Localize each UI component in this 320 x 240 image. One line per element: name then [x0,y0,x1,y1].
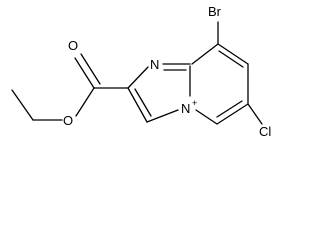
ring-nitrogen-label: N [150,57,159,72]
bromine-label: Br [208,4,222,19]
bond-c2-c3-inner [134,88,152,117]
bond-c6-c5-inner [216,100,243,118]
bond-carbonyl-o-double-a [74,57,95,89]
bond-carbonyl-o-double-b [80,53,101,85]
bond-c6-cl [247,103,263,125]
bond-c6-c5 [216,103,249,125]
bond-c8-c8a [191,43,219,65]
bond-c8-c7 [217,43,249,65]
bridgehead-nitrogen-label: N [181,101,190,116]
bridgehead-charge-label: + [192,98,197,108]
carbonyl-oxygen-label: O [68,38,78,53]
bond-ch2-ch3 [11,89,34,121]
bond-c5-n4 [195,109,218,125]
bond-c8-c7-inner [218,50,244,68]
chlorine-label: Cl [259,124,271,139]
structure-diagram: Br Cl N N + O O [11,4,271,139]
bond-n1-c2 [127,66,149,89]
bond-carbonyl-ester-o [75,87,95,117]
bond-c3-n4 [146,109,179,123]
molecule-drawing: Br Cl N N + O O [11,4,271,139]
ester-oxygen-label: O [63,113,73,128]
bond-c2-c3 [127,87,148,123]
